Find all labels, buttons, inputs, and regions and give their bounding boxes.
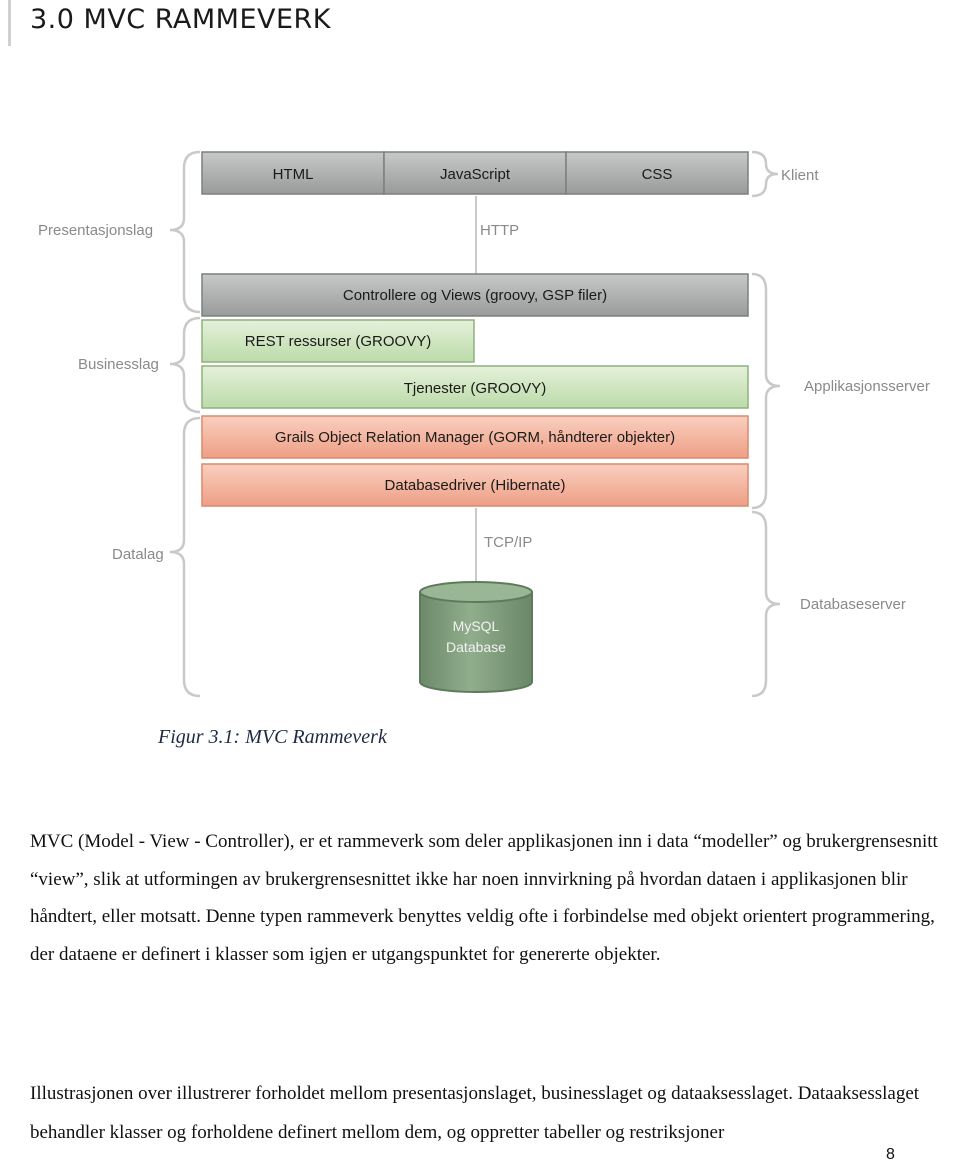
javascript-label: JavaScript <box>440 166 511 183</box>
section-heading: 3.0 MVC RAMMEVERK <box>30 4 332 35</box>
gorm-label: Grails Object Relation Manager (GORM, hå… <box>275 429 675 446</box>
bracket-datalag <box>169 416 201 698</box>
label-tcpip: TCP/IP <box>484 534 532 551</box>
body-paragraph-1: MVC (Model - View - Controller), er et r… <box>30 831 938 965</box>
figure-caption: Figur 3.1: MVC Rammeverk <box>158 726 387 748</box>
bracket-applikasjonsserver <box>751 272 781 510</box>
mysql-database-icon <box>419 581 533 693</box>
databasedriver-box <box>201 463 749 507</box>
controllers-label: Controllere og Views (groovy, GSP filer) <box>343 287 607 304</box>
label-klient: Klient <box>781 167 819 184</box>
rest-box <box>201 319 475 363</box>
database-label-line2: Database <box>446 639 506 655</box>
label-databaseserver: Databaseserver <box>800 596 906 613</box>
bracket-databaseserver <box>751 510 781 698</box>
databasedriver-label: Databasedriver (Hibernate) <box>385 477 566 494</box>
html-label: HTML <box>273 166 314 183</box>
gorm-box <box>201 415 749 459</box>
controllers-box <box>201 273 749 317</box>
mvc-architecture-diagram: HTML JavaScript CSS Controllere og Views… <box>0 130 960 720</box>
label-applikasjonsserver: Applikasjonsserver <box>804 378 930 395</box>
label-datalag: Datalag <box>112 546 164 563</box>
label-http: HTTP <box>480 222 519 239</box>
bracket-presentasjonslag <box>169 150 201 314</box>
css-label: CSS <box>642 166 673 183</box>
tjenester-label: Tjenester (GROOVY) <box>404 380 547 397</box>
html-box <box>201 151 385 195</box>
tjenester-box <box>201 365 749 409</box>
page-number: 8 <box>886 1146 895 1163</box>
label-businesslag: Businesslag <box>78 356 159 373</box>
javascript-box <box>383 151 567 195</box>
database-label-line1: MySQL <box>453 618 500 634</box>
rest-label: REST ressurser (GROOVY) <box>245 333 431 350</box>
label-presentasjonslag: Presentasjonslag <box>38 222 153 239</box>
css-box <box>565 151 749 195</box>
body-paragraph-2: Illustrasjonen over illustrerer forholde… <box>30 1083 920 1143</box>
bracket-businesslag <box>169 316 201 414</box>
bracket-klient <box>751 150 779 198</box>
heading-accent-bar <box>8 0 11 46</box>
